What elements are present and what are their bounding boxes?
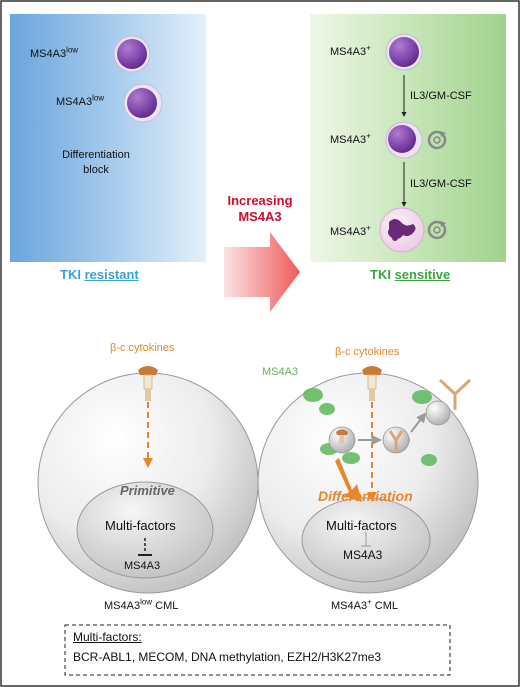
left-cell1-label: MS4A3low xyxy=(30,45,79,60)
legend-title: Multi-factors: xyxy=(73,630,142,644)
right-nucleus-ms4a3: MS4A3 xyxy=(343,548,383,562)
right-cell3-label: MS4A3+ xyxy=(330,223,371,238)
primitive-label: Primitive xyxy=(120,483,175,498)
left-cml-cell xyxy=(37,372,259,594)
self-renewal-icon-2 xyxy=(427,220,447,240)
left-cell2-label: MS4A3low xyxy=(56,93,105,108)
step2-label: IL3/GM-CSF xyxy=(410,178,472,190)
left-cell-caption: MS4A3low CML xyxy=(104,597,179,612)
left-nucleus-ms4a3: MS4A3 xyxy=(124,560,161,572)
self-renewal-icon-1 xyxy=(427,130,447,150)
increasing-ms4a3-label: Increasing MS4A3 xyxy=(227,193,293,224)
increase-arrow xyxy=(224,232,300,312)
blast-cell-1 xyxy=(113,35,151,73)
left-cytokine-receptor xyxy=(138,366,158,401)
legend-body: BCR-ABL1, MECOM, DNA methylation, EZH2/H… xyxy=(73,650,382,664)
differentiation-arrow xyxy=(335,458,362,502)
inhibition-symbol xyxy=(138,538,152,556)
free-receptor xyxy=(438,378,472,410)
differentiation-block-label: Differentiation block xyxy=(62,149,130,176)
neutrophil-cell xyxy=(379,207,425,253)
endosome-vesicle-1 xyxy=(328,426,356,454)
endosome-vesicle-3 xyxy=(425,400,451,426)
trafficking-arrow-2 xyxy=(410,412,427,433)
right-cell1-label: MS4A3+ xyxy=(330,43,371,58)
right-cell-caption: MS4A3+ CML xyxy=(331,597,399,612)
promyelocyte-cell xyxy=(385,121,423,159)
right-cytokine-receptor xyxy=(362,366,382,401)
endosome-vesicle-2 xyxy=(382,426,410,454)
legend-box xyxy=(64,624,451,676)
tki-sensitive-label: TKI sensitive xyxy=(370,267,451,282)
left-cytokine-label: β-c cytokines xyxy=(110,342,175,354)
right-nucleus-factors: Multi-factors xyxy=(326,518,397,533)
right-cell2-label: MS4A3+ xyxy=(330,131,371,146)
blast-cell-sensitive xyxy=(385,33,423,71)
resistant-panel-background xyxy=(10,14,206,262)
blast-cell-2 xyxy=(123,83,163,123)
differentiation-label: Differentiation xyxy=(318,488,413,504)
step1-label: IL3/GM-CSF xyxy=(410,90,472,102)
right-cytokine-label: β-c cytokines xyxy=(335,346,400,358)
tki-resistant-label: TKI resistant xyxy=(60,267,139,282)
left-nucleus-factors: Multi-factors xyxy=(105,518,176,533)
ms4a3-tag-label: MS4A3 xyxy=(262,366,299,378)
